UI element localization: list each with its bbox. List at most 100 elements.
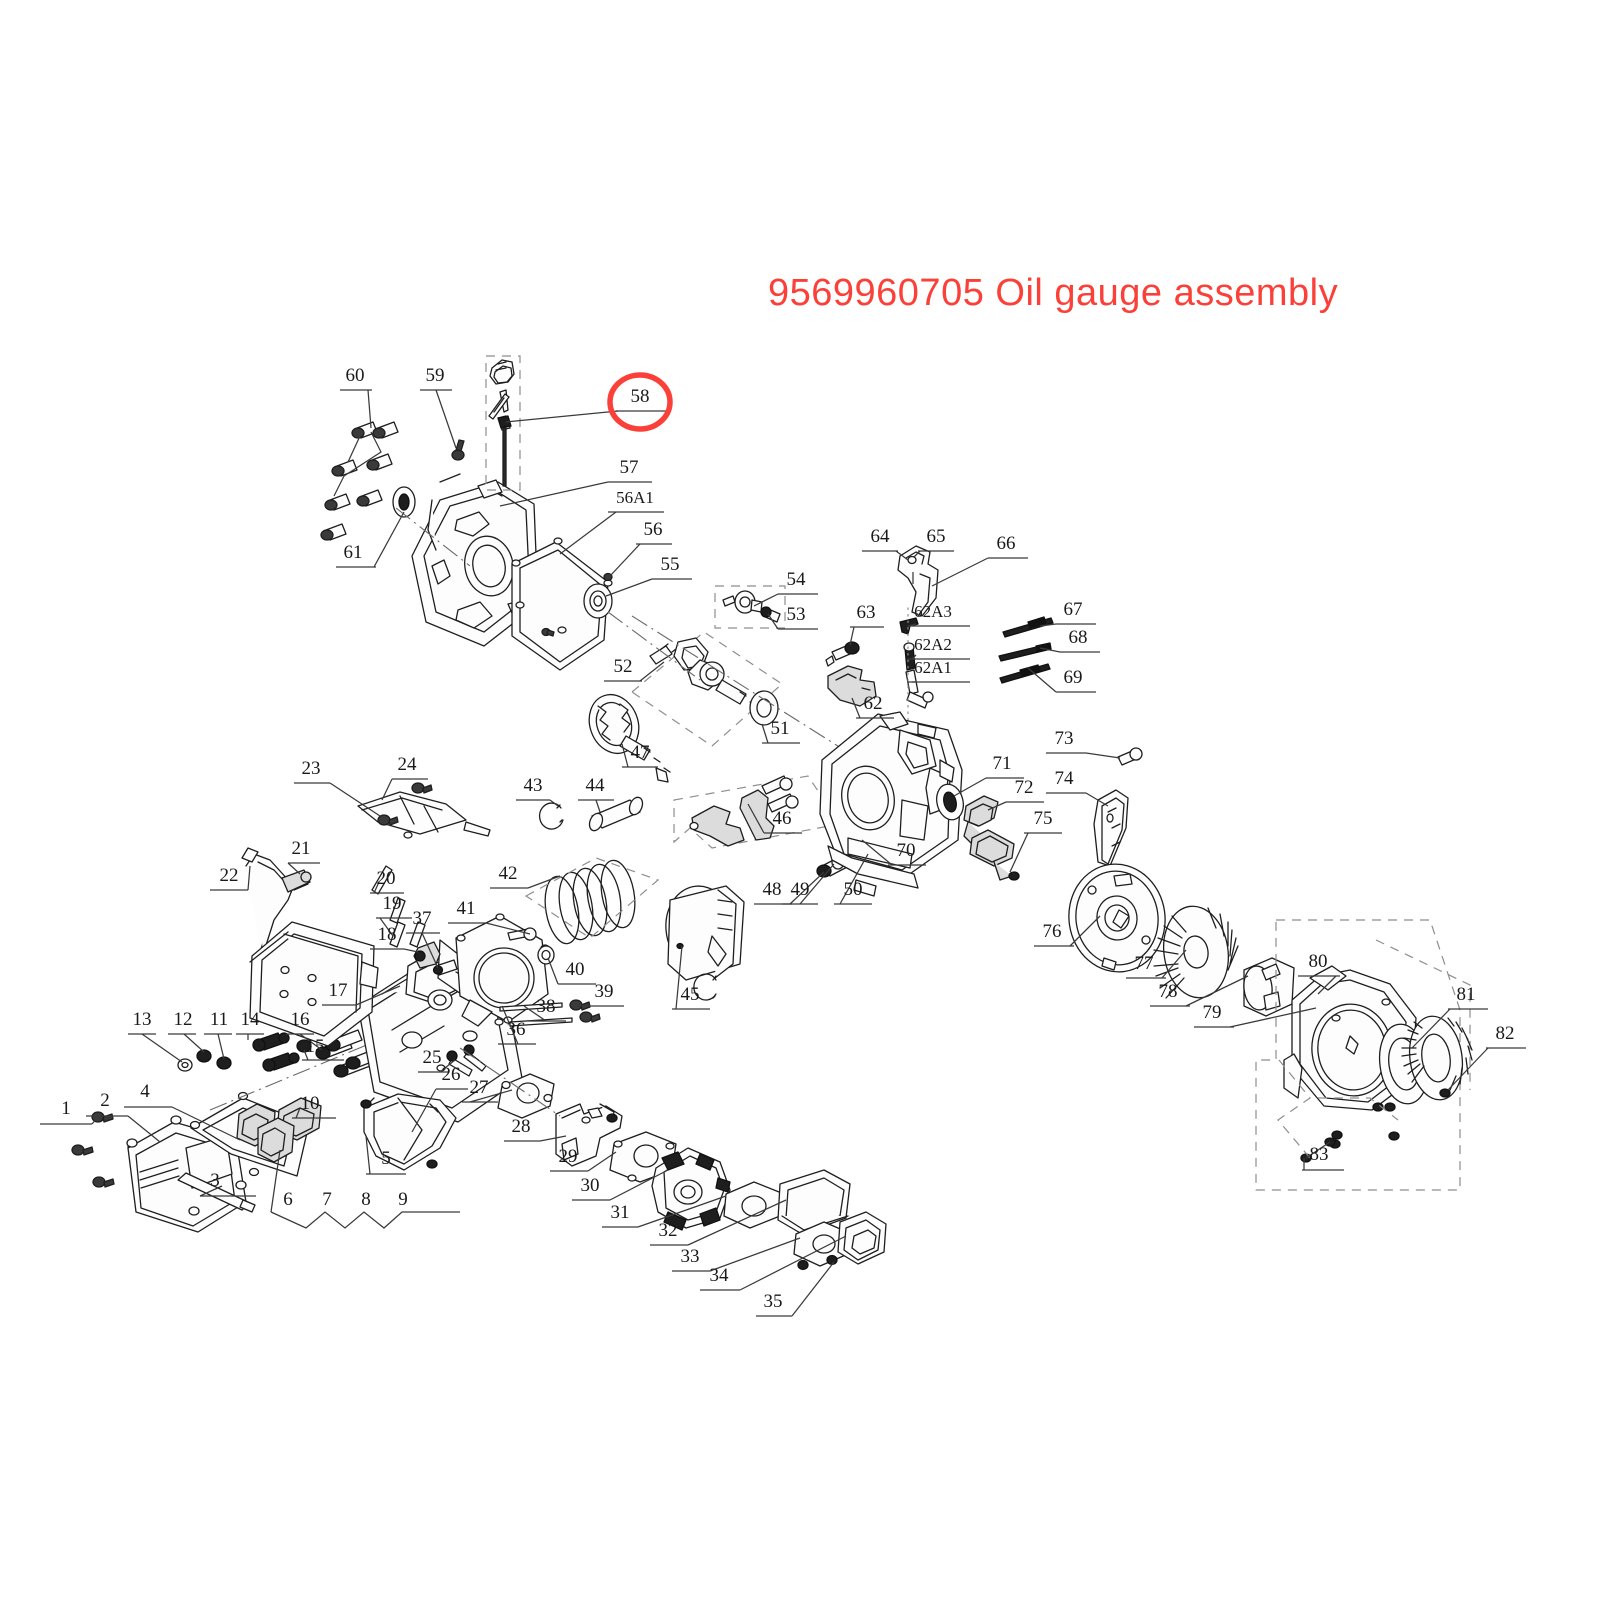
callout-30: 30 [581,1175,600,1196]
part-group-dipstick [485,355,521,491]
callout-50: 50 [844,879,863,900]
callout-9: 9 [398,1189,408,1210]
callout-16: 16 [291,1009,310,1030]
part-group-valve-train [371,796,660,1042]
callout-60: 60 [346,365,365,386]
callout-48: 48 [763,879,782,900]
callout-11: 11 [210,1009,228,1030]
callout-41: 41 [457,898,476,919]
callout-22: 22 [220,865,239,886]
callout-5: 5 [381,1148,391,1169]
callout-67: 67 [1064,599,1083,620]
callout-2: 2 [100,1090,110,1111]
crankcase-cover [411,473,539,647]
part-group-ignition-coil [1093,747,1143,867]
piston-rings [544,859,636,945]
callout-65: 65 [927,526,946,547]
part-group-intake [360,1044,887,1271]
callout-34: 34 [710,1265,730,1286]
callout-49: 49 [791,879,810,900]
callout-39: 39 [595,981,614,1002]
callout-52: 52 [614,656,633,677]
part-group-governor-arm [897,545,939,617]
callout-23: 23 [302,758,321,779]
callout-80: 80 [1309,951,1328,972]
callout-19: 19 [383,893,402,914]
part-group-crankcase-cover [392,473,701,681]
callout-63: 63 [857,602,876,623]
part-group-blower-housing [1255,919,1473,1191]
callout-17: 17 [329,980,348,1001]
callout-layer [40,389,1526,1317]
callout-54: 54 [787,569,807,590]
callout-43: 43 [524,775,543,796]
callout-78: 78 [1159,981,1178,1002]
callout-66: 66 [997,533,1016,554]
callout-72: 72 [1015,777,1034,798]
callout-69: 69 [1064,667,1083,688]
callout-37: 37 [413,908,432,929]
part-63 [825,641,860,667]
callout-83: 83 [1310,1144,1329,1165]
callout-51: 51 [771,718,790,739]
callout-38: 38 [537,996,556,1017]
part-group-crankshaft [588,615,861,783]
callout-74: 74 [1055,768,1075,789]
crankcase-body [819,711,963,897]
callout-64: 64 [871,526,891,547]
callout-24: 24 [398,754,418,775]
callout-56A1: 56A1 [616,488,654,507]
part-group-drain-plug [714,585,786,629]
callout-1: 1 [61,1098,71,1119]
callout-8: 8 [361,1189,371,1210]
carburetor-30 [651,1147,731,1231]
callout-47: 47 [631,742,650,763]
callout-31: 31 [611,1202,630,1223]
callout-46: 46 [773,808,792,829]
callout-62A1: 62A1 [914,658,952,677]
callout-35: 35 [764,1291,783,1312]
callout-12: 12 [174,1009,193,1030]
highlight-ellipse-58 [607,372,673,432]
callout-4: 4 [140,1081,150,1102]
callout-58: 58 [631,386,650,407]
flywheel-76 [1068,863,1166,973]
part-group-muffler [241,782,491,1047]
part-group-linkage-rods [998,616,1054,684]
callout-29: 29 [559,1146,578,1167]
callout-68: 68 [1069,627,1088,648]
callout-53: 53 [787,604,806,625]
callout-45: 45 [681,984,700,1005]
callout-76: 76 [1043,921,1062,942]
callout-28: 28 [512,1116,531,1137]
ignition-coil-74 [1093,789,1129,867]
callout-3: 3 [210,1170,220,1191]
callout-33: 33 [681,1246,700,1267]
callout-20: 20 [377,868,396,889]
part-group-piston [665,885,745,1001]
part-group-valve-cover [71,999,476,1233]
callout-15: 15 [306,1036,325,1057]
callout-40: 40 [566,959,585,980]
callout-18: 18 [378,924,397,945]
callout-81: 81 [1457,984,1476,1005]
callout-71: 71 [993,753,1012,774]
callout-82: 82 [1496,1023,1515,1044]
callout-21: 21 [292,838,311,859]
callout-57: 57 [620,457,639,478]
callout-44: 44 [586,775,606,796]
governor-lever-62 [827,665,877,707]
callout-75: 75 [1034,808,1053,829]
part-group-cover-bolts [320,421,465,541]
page-title: 9569960705 Oil gauge assembly [768,272,1339,314]
callout-73: 73 [1055,728,1074,749]
callout-62: 62 [864,693,883,714]
callout-14: 14 [241,1009,261,1030]
callout-62A2: 62A2 [914,635,952,654]
starter-cup-78 [1243,957,1295,1017]
part-group-governor-shaft [936,783,1020,881]
callout-62A3: 62A3 [914,602,952,621]
callout-70: 70 [897,840,916,861]
